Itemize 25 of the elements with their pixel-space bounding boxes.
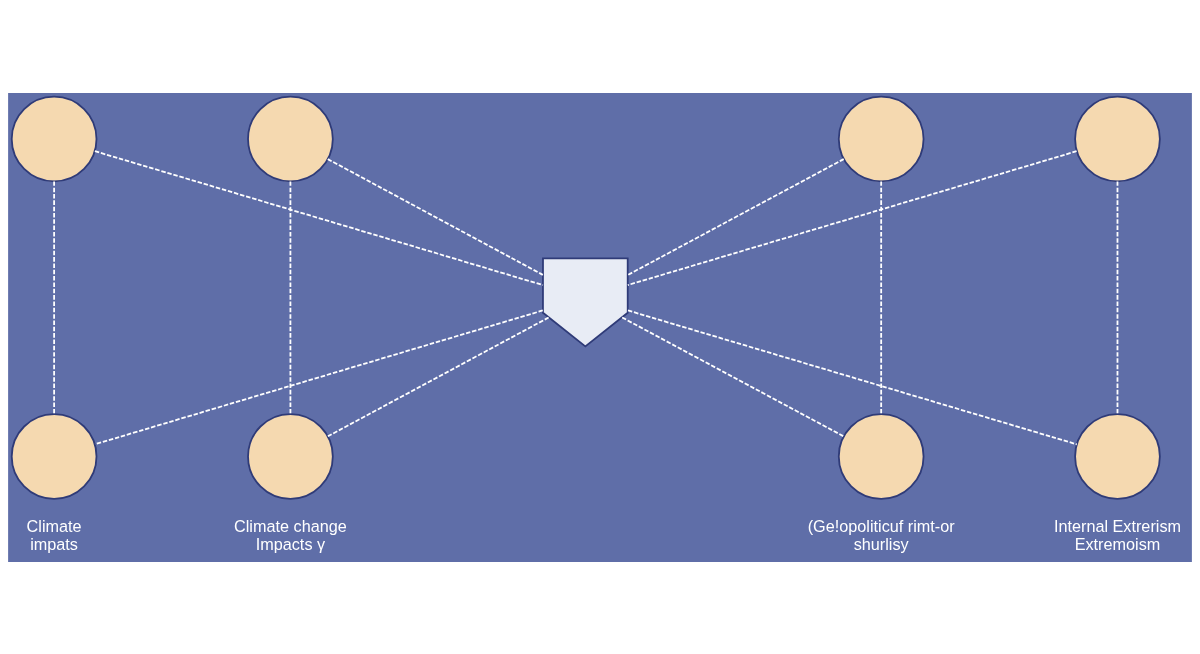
node-circle [837,412,925,500]
connector [627,309,1078,445]
node-shield [542,256,629,348]
connector [94,309,544,445]
node-label: Climate change Impacts γ [234,516,347,553]
node-circle [1074,95,1161,182]
connector [326,157,544,276]
node-label: Climate impats [26,516,82,553]
node-label: Internal Extrerism Extremoism [1053,516,1182,553]
connector [94,149,544,286]
connector [626,149,1078,286]
connector [626,157,845,276]
node-circle [10,412,98,500]
connector [53,180,55,415]
node-circle [837,95,925,182]
node-circle [247,95,334,182]
node-label: (Ge!opoliticuf rimt-or shurlisy [807,516,955,553]
node-circle [1074,412,1161,500]
connector [880,180,883,415]
connector [1116,180,1119,415]
node-circle [10,95,98,182]
connector [289,180,292,415]
connector [621,316,845,437]
node-circle [247,412,334,500]
connector [326,316,550,437]
